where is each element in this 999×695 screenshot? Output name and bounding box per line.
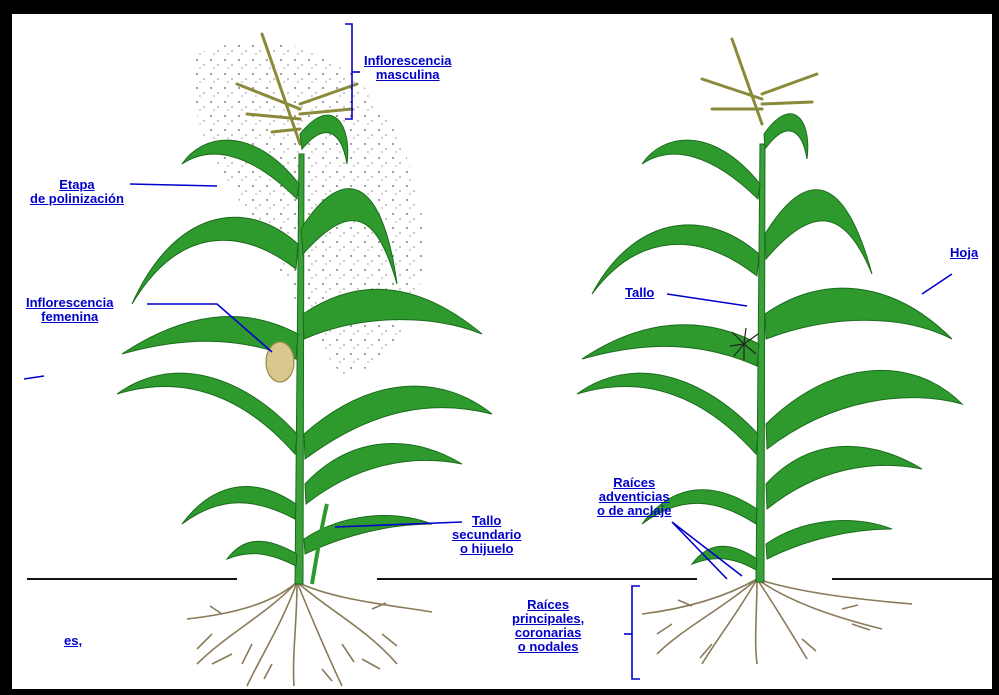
ground-line-middle [377,578,697,580]
maize-plants-illustration [12,14,992,689]
label-line: de polinización [30,192,124,206]
main-roots-bracket [632,586,640,679]
label-line: Tallo [625,286,654,300]
ground-line-left [27,578,237,580]
label-line: Tallo [452,514,521,528]
label-line: es, [64,634,82,648]
label-line: Inflorescencia [364,54,451,68]
pollination-leader [130,184,217,186]
label-line: Raíces [597,476,671,490]
label-line: o nodales [512,640,584,654]
label-line: adventicias [597,490,671,504]
label-line: Etapa [30,178,124,192]
label-etapa-polinizacion: Etapa de polinización [30,178,124,206]
label-line: o de anclaje [597,504,671,518]
label-line: o hijuelo [452,542,521,556]
leader-lines [24,24,952,679]
partial-leader [24,376,44,379]
diagram-panel: Inflorescencia masculina Etapa de polini… [12,14,992,689]
right-plant-tassel [702,39,817,124]
right-plant-roots [642,579,912,664]
left-plant-ear [266,342,294,382]
label-tallo-secundario: Tallo secundario o hijuelo [452,514,521,556]
label-line: masculina [364,68,451,82]
label-line: Raíces [512,598,584,612]
label-line: principales, [512,612,584,626]
label-line: Hoja [950,246,978,260]
left-plant-roots [187,582,432,686]
right-plant [577,39,962,664]
label-inflorescencia-masculina: Inflorescencia masculina [364,54,451,82]
label-line: Inflorescencia [26,296,113,310]
stem-leader [667,294,747,306]
label-tallo: Tallo [625,286,654,300]
label-line: femenina [26,310,113,324]
label-hoja: Hoja [950,246,978,260]
label-line: secundario [452,528,521,542]
ground-line-right [832,578,992,580]
label-raices-adventicias: Raíces adventicias o de anclaje [597,476,671,518]
left-plant [117,34,492,686]
label-raices-principales: Raíces principales, coronarias o nodales [512,598,584,654]
leaf-leader [922,274,952,294]
label-inflorescencia-femenina: Inflorescencia femenina [26,296,113,324]
label-line: coronarias [512,626,584,640]
label-partial-fragment: es, [64,634,82,648]
